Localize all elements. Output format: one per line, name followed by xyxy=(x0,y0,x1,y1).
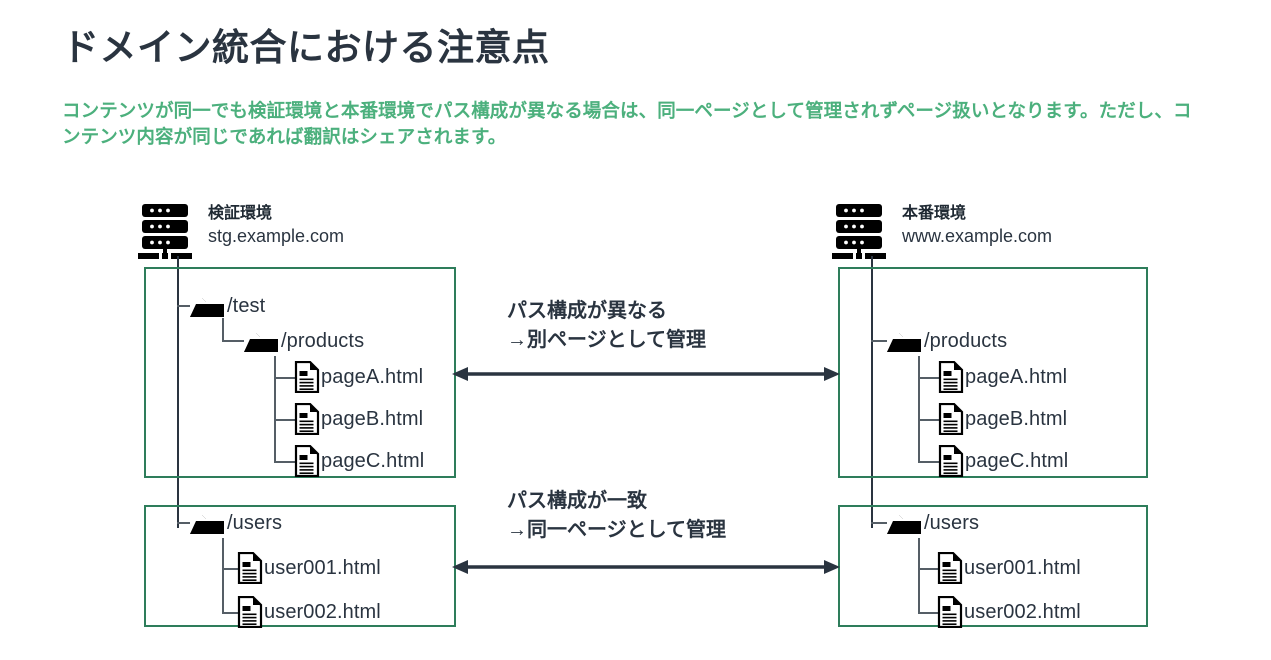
tree-node-label: /products xyxy=(281,329,365,352)
tree-connector xyxy=(222,568,244,570)
tree-node-folder[interactable]: /products xyxy=(886,327,1007,355)
annotation-line-2: →別ページとして管理 xyxy=(507,329,706,351)
tree-box-staging-test xyxy=(144,267,456,478)
page-title: ドメイン統合における注意点 xyxy=(62,27,550,68)
tree-connector xyxy=(918,419,940,421)
tree-connector xyxy=(222,340,246,342)
tree-node-label: user002.html xyxy=(964,600,1081,623)
tree-node-label: pageA.html xyxy=(965,365,1068,388)
file-icon xyxy=(937,595,963,629)
annotation-line-1: パス構成が異なる xyxy=(507,300,667,322)
tree-connector xyxy=(274,461,296,463)
environment-name: 本番環境 xyxy=(902,205,967,222)
tree-connector xyxy=(177,305,197,307)
tree-node-label: /users xyxy=(227,511,283,534)
tree-node-label: /products xyxy=(924,329,1008,352)
tree-connector xyxy=(918,377,940,379)
annotation-line-2: →同一ページとして管理 xyxy=(507,519,726,541)
tree-connector xyxy=(177,522,197,524)
tree-connector xyxy=(918,568,940,570)
folder-icon xyxy=(886,327,922,355)
tree-connector xyxy=(871,522,893,524)
tree-connector xyxy=(918,356,920,461)
file-icon xyxy=(938,360,964,394)
environment-label-staging: 検証環境 stg.example.com xyxy=(208,204,344,249)
tree-node-label: /test xyxy=(227,294,266,317)
tree-node-file[interactable]: user002.html xyxy=(937,595,1081,629)
tree-node-file[interactable]: pageB.html xyxy=(938,402,1068,436)
folder-icon xyxy=(243,327,279,355)
tree-connector xyxy=(222,538,224,612)
tree-connector xyxy=(918,612,940,614)
tree-node-file[interactable]: pageA.html xyxy=(294,360,424,394)
file-icon xyxy=(294,402,320,436)
tree-node-file[interactable]: user002.html xyxy=(237,595,381,629)
tree-node-label: user001.html xyxy=(964,556,1081,579)
tree-node-file[interactable]: pageC.html xyxy=(938,444,1069,478)
tree-node-file[interactable]: pageB.html xyxy=(294,402,424,436)
tree-node-file[interactable]: user001.html xyxy=(237,551,381,585)
file-icon xyxy=(237,551,263,585)
tree-node-label: pageA.html xyxy=(321,365,424,388)
environment-label-production: 本番環境 www.example.com xyxy=(902,204,1052,249)
double-headed-arrow-icon xyxy=(452,365,840,383)
annotation-different-path: パス構成が異なる →別ページとして管理 xyxy=(507,297,706,355)
environment-name: 検証環境 xyxy=(208,205,273,222)
environment-domain: www.example.com xyxy=(902,226,1053,247)
file-icon xyxy=(938,402,964,436)
tree-node-folder[interactable]: /users xyxy=(189,509,282,537)
file-icon xyxy=(938,444,964,478)
page-subtitle: コンテンツが同一でも検証環境と本番環境でパス構成が異なる場合は、同一ページとして… xyxy=(62,100,1192,148)
tree-node-label: user002.html xyxy=(264,600,381,623)
tree-connector xyxy=(222,318,224,340)
tree-node-file[interactable]: pageA.html xyxy=(938,360,1068,394)
tree-node-label: pageB.html xyxy=(965,407,1068,430)
folder-icon xyxy=(189,292,225,320)
annotation-matching-path: パス構成が一致 →同一ページとして管理 xyxy=(507,487,726,545)
tree-connector xyxy=(918,538,920,612)
folder-icon xyxy=(886,509,922,537)
annotation-line-1: パス構成が一致 xyxy=(507,490,647,512)
tree-node-folder[interactable]: /users xyxy=(886,509,979,537)
tree-connector xyxy=(871,340,893,342)
tree-node-label: pageC.html xyxy=(965,449,1069,472)
tree-box-production-products xyxy=(838,267,1148,478)
tree-connector xyxy=(918,461,940,463)
tree-connector xyxy=(274,356,276,461)
environment-domain: stg.example.com xyxy=(208,226,345,247)
server-rack-icon xyxy=(832,202,894,260)
tree-node-file[interactable]: user001.html xyxy=(937,551,1081,585)
tree-node-folder[interactable]: /products xyxy=(243,327,364,355)
tree-connector xyxy=(274,377,296,379)
file-icon xyxy=(294,360,320,394)
tree-box-production-users xyxy=(838,505,1148,627)
tree-trunk-line-right xyxy=(871,256,873,528)
tree-trunk-line-left xyxy=(177,256,179,528)
tree-node-label: /users xyxy=(924,511,980,534)
double-headed-arrow-icon xyxy=(452,558,840,576)
tree-node-file[interactable]: pageC.html xyxy=(294,444,425,478)
tree-node-label: pageB.html xyxy=(321,407,424,430)
file-icon xyxy=(937,551,963,585)
tree-node-label: pageC.html xyxy=(321,449,425,472)
folder-icon xyxy=(189,509,225,537)
file-icon xyxy=(294,444,320,478)
tree-connector xyxy=(222,612,244,614)
file-icon xyxy=(237,595,263,629)
tree-node-label: user001.html xyxy=(264,556,381,579)
server-rack-icon xyxy=(138,202,200,260)
tree-node-folder[interactable]: /test xyxy=(189,292,265,320)
tree-connector xyxy=(274,419,296,421)
